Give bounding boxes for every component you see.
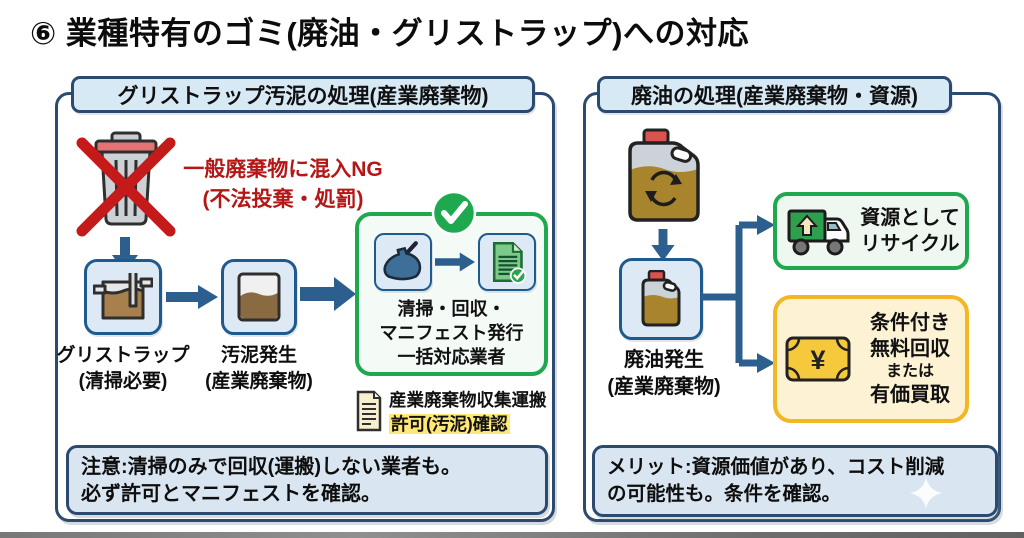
buyback-line2: 無料回収 [870, 338, 950, 360]
recycle-result-text: 資源として リサイクル [859, 205, 961, 257]
vendor-text: 清掃・回収・ マニフェスト発行 一括対応業者 [359, 297, 544, 369]
caution-note: 注意:清掃のみで回収(運搬)しない業者も。 必ず許可とマニフェストを確認。 [66, 445, 548, 515]
grease-trap-node [84, 259, 162, 335]
recycle-result-line2: リサイクル [860, 233, 960, 255]
grease-trap-label-line1: グリストラップ [56, 345, 190, 366]
grease-trap-panel: グリストラップ汚泥の処理(産業廃棄物) 一般廃棄物に混入NG (不法投棄・処罰) [55, 76, 555, 522]
merit-note-line2: の可能性も。条件を確認。 [607, 483, 842, 505]
permit-text-line2: 許可(汚泥)確認 [389, 414, 510, 434]
waste-oil-label-line1: 廃油発生 [624, 349, 704, 371]
caution-note-line1: 注意:清掃のみで回収(運搬)しない業者も。 [81, 456, 461, 478]
waste-oil-label-line2: (産業廃棄物) [607, 376, 721, 398]
grease-trap-panel-header: グリストラップ汚泥の処理(産業廃棄物) [71, 76, 535, 113]
merit-note-line1: メリット:資源価値があり、コスト削減 [607, 456, 945, 478]
vendor-text-line2: マニフェスト発行 [379, 323, 524, 343]
waste-oil-panel-title: 廃油の処理(産業廃棄物・資源) [631, 84, 918, 108]
buyback-line4: 有価買取 [870, 384, 950, 406]
grease-trap-icon [93, 273, 153, 320]
oil-jug-icon [641, 270, 681, 327]
sludge-label-line1: 汚泥発生 [220, 345, 297, 366]
caution-note-line2: 必ず許可とマニフェストを確認。 [81, 483, 381, 505]
buyback-result-text: 条件付き 無料回収 または 有価買取 [857, 310, 963, 408]
manifest-doc-icon [492, 241, 527, 284]
arrow-down-icon [651, 229, 675, 261]
sludge-label-line2: (産業廃棄物) [205, 371, 313, 392]
buyback-line1: 条件付き [870, 312, 950, 334]
truck-icon [787, 209, 850, 256]
oil-jug-recycle-icon [628, 128, 700, 222]
sparkle-icon [910, 477, 942, 509]
page-title: ⑥ 業種特有のゴミ(廃油・グリストラップ)への対応 [30, 16, 750, 51]
buyback-result-box: ¥ 条件付き 無料回収 または 有価買取 [773, 295, 969, 423]
check-badge-icon [431, 190, 477, 236]
waste-oil-panel: 廃油の処理(産業廃棄物・資源) 廃油発生 (産業廃棄物) [583, 76, 1001, 522]
permit-text-line1: 産業廃棄物収集運搬 [389, 390, 547, 410]
ng-warning-text: 一般廃棄物に混入NG (不法投棄・処罰) [158, 155, 408, 215]
permit-doc-icon [356, 390, 382, 432]
arrow-right-icon [166, 285, 218, 309]
ng-warning-line2: (不法投棄・処罰) [202, 188, 364, 211]
grease-trap-panel-title: グリストラップ汚泥の処理(産業廃棄物) [117, 84, 489, 108]
cleaning-node [374, 233, 432, 291]
permit-text: 産業廃棄物収集運搬 許可(汚泥)確認 [389, 388, 554, 436]
trash-ng-icon [76, 131, 176, 237]
branch-connector [701, 215, 775, 373]
waste-oil-label: 廃油発生 (産業廃棄物) [574, 347, 754, 401]
sludge-label: 汚泥発生 (産業廃棄物) [184, 343, 334, 395]
svg-text:¥: ¥ [810, 345, 825, 375]
cleaning-bag-icon [383, 241, 422, 281]
grease-trap-label: グリストラップ (清掃必要) [48, 343, 198, 395]
vendor-text-line3: 一括対応業者 [397, 347, 506, 367]
arrow-right-thick-icon [300, 277, 356, 311]
recycle-result-line1: 資源として [860, 207, 960, 229]
vendor-box: 清掃・回収・ マニフェスト発行 一括対応業者 [355, 190, 548, 376]
manifest-node [478, 233, 536, 291]
ng-warning-line1: 一般廃棄物に混入NG [183, 158, 383, 181]
waste-oil-panel-header: 廃油の処理(産業廃棄物・資源) [597, 76, 952, 113]
merit-note: メリット:資源価値があり、コスト削減 の可能性も。条件を確認。 [592, 445, 998, 517]
vendor-text-line1: 清掃・回収・ [397, 299, 506, 319]
buyback-line3: または [885, 363, 934, 380]
recycle-result-box: 資源として リサイクル [773, 192, 969, 270]
bottom-edge-bar [0, 532, 1024, 538]
waste-oil-node [619, 258, 703, 340]
sludge-node [221, 259, 297, 335]
yen-note-icon: ¥ [785, 336, 851, 382]
grease-trap-label-line2: (清掃必要) [78, 371, 168, 392]
sludge-icon [237, 272, 281, 322]
arrow-right-small-icon [435, 252, 475, 272]
